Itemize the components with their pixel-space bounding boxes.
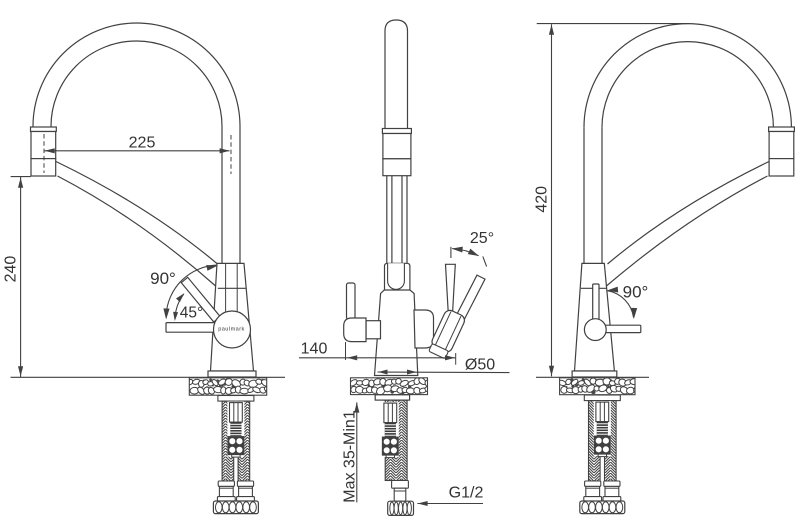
svg-text:225: 225 [129, 135, 156, 152]
svg-text:Ø50: Ø50 [465, 357, 495, 374]
svg-text:140: 140 [301, 341, 328, 358]
svg-text:paulmark: paulmark [218, 327, 245, 333]
svg-text:G1/2: G1/2 [449, 485, 484, 502]
svg-text:90°: 90° [623, 283, 649, 302]
svg-text:420: 420 [534, 186, 551, 213]
svg-text:90°: 90° [150, 269, 176, 288]
svg-text:45°: 45° [180, 305, 203, 322]
svg-text:25°: 25° [470, 230, 494, 247]
svg-text:240: 240 [3, 256, 20, 283]
svg-text:Max 35-Min1: Max 35-Min1 [342, 410, 359, 503]
